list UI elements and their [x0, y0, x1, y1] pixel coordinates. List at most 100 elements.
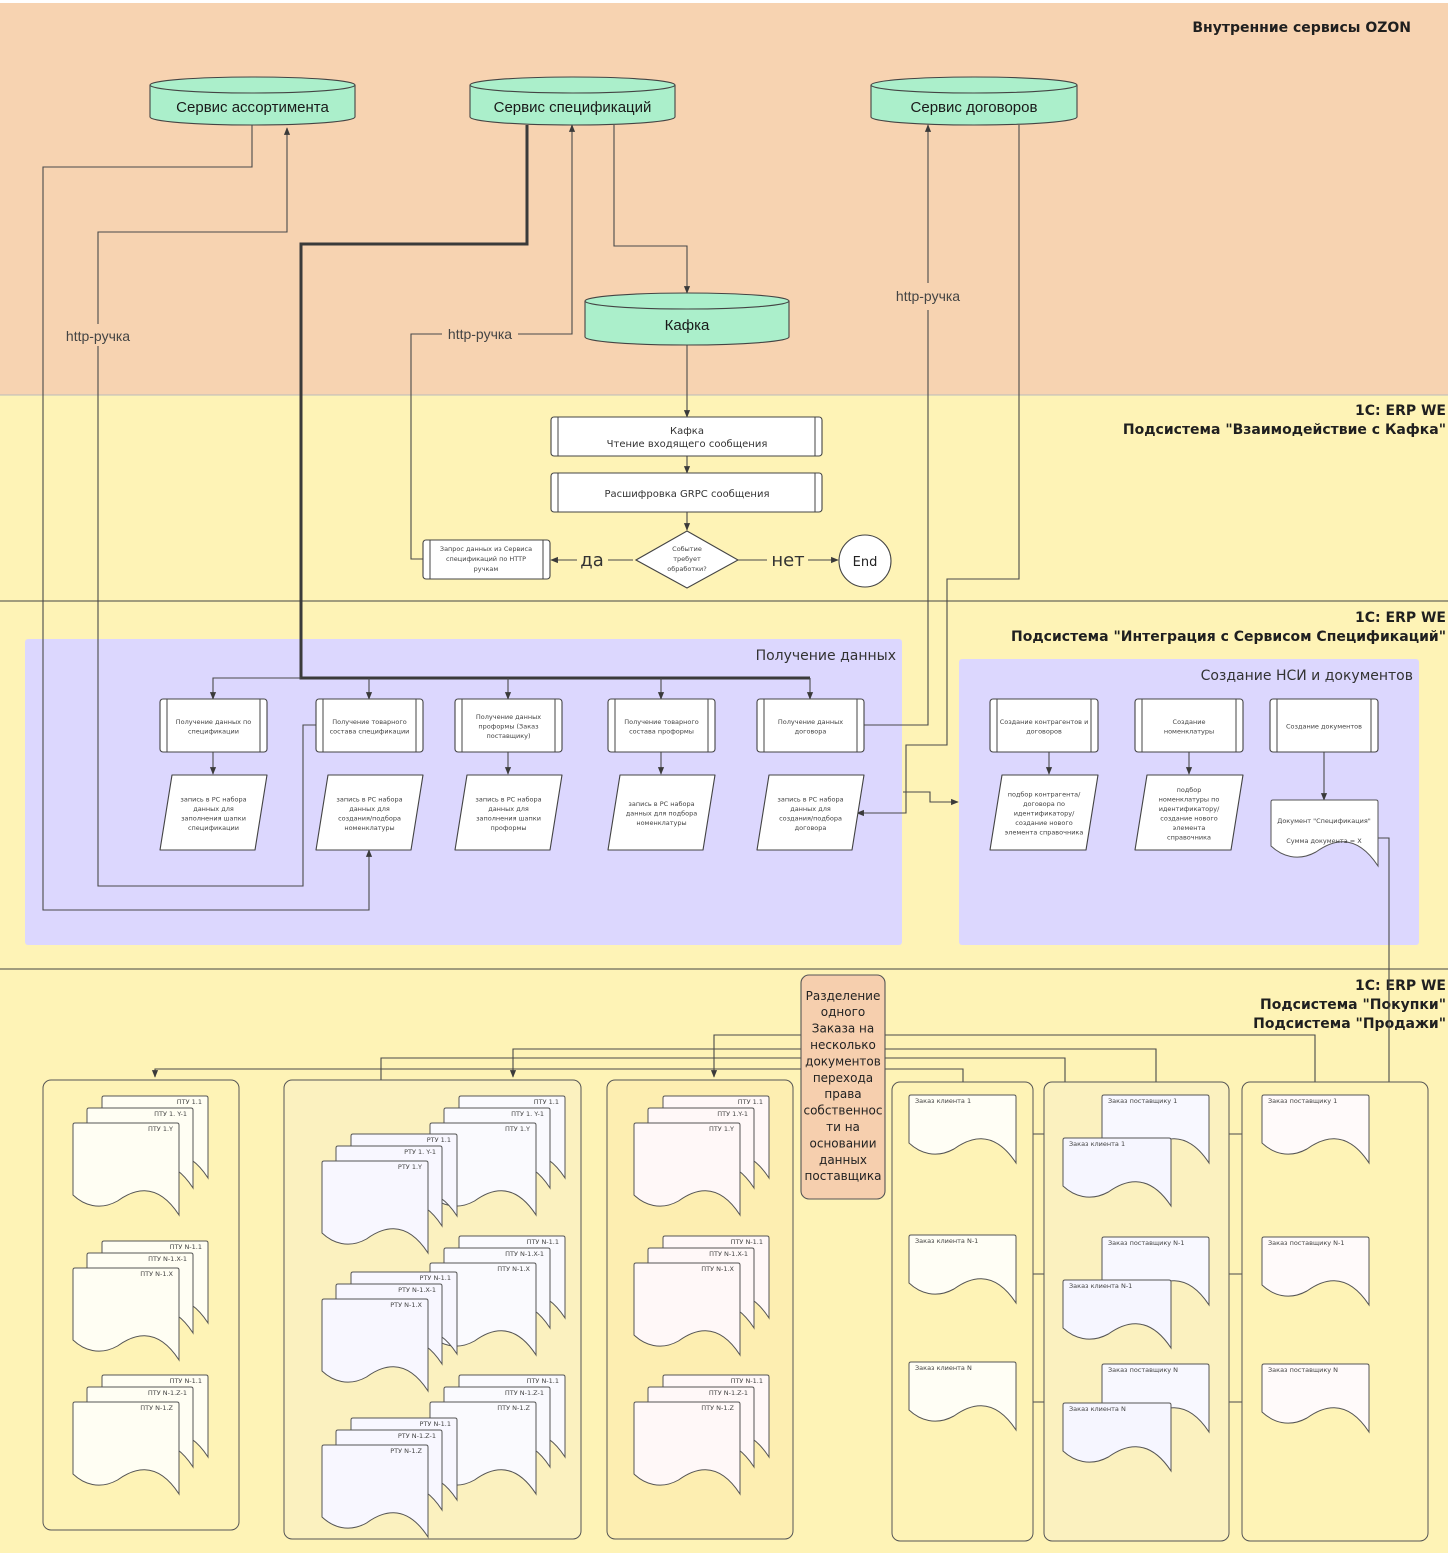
ptu-stack-col3-3-doc-label: ПТУ N-1.Z-1: [709, 1389, 748, 1397]
http-request-process: Запрос данных из Сервиса спецификаций по…: [422, 539, 551, 580]
create-step-data-1-text: создание нового: [1015, 819, 1072, 827]
request-line-2: спецификаций по HTTP: [446, 555, 526, 563]
kafka-broker-label: Кафка: [665, 317, 710, 334]
end-label: End: [853, 555, 878, 570]
mid-client-order-2-label: Заказ клиента N-1: [1069, 1282, 1132, 1290]
create-step-process-3: Создание документов: [1269, 698, 1379, 753]
supplier-order-1: Заказ поставщику 1: [1261, 1094, 1370, 1165]
split-box-text: основании: [810, 1136, 877, 1150]
mid-client-order-3: Заказ клиента N: [1062, 1402, 1172, 1473]
kafka-read-line-2: Чтение входящего сообщения: [607, 439, 768, 450]
get-step-data-4-text: данных для подбора: [626, 810, 697, 818]
mid-supplier-order-2-label: Заказ поставщику N-1: [1108, 1239, 1185, 1247]
get-step-data-5-text: создания/подбора: [779, 814, 842, 822]
create-step-process-1-text: договоров: [1026, 727, 1062, 735]
edge-label-no: нет: [771, 550, 804, 571]
create-step-data-1: подбор контрагента/договора поидентифика…: [989, 774, 1099, 851]
service-assortment-cylinder: Сервис ассортимента: [149, 76, 356, 126]
ptu-stack-col3-1-doc-label: ПТУ 1.Y: [709, 1125, 734, 1133]
zone-title-integration-2: Подсистема "Интеграция с Сервисом Специф…: [1011, 629, 1446, 645]
supplier-order-2-shape: [1261, 1236, 1370, 1307]
ptu-stack-col3-2-doc: [633, 1262, 741, 1357]
supplier-order-3-shape: [1261, 1363, 1370, 1434]
spec-document-shape: [1270, 799, 1379, 868]
rtu-stack-col2-3-doc-label: РТУ N-1.Z: [390, 1447, 422, 1455]
end-terminator: End: [838, 534, 892, 588]
get-step-data-1-text: данных для: [193, 805, 234, 813]
create-step-data-2-text: справочника: [1167, 833, 1211, 841]
rtu-stack-col2-2-doc-label: РТУ N-1.X-1: [398, 1286, 436, 1294]
edge-label-yes: да: [580, 550, 603, 571]
spec-document-text: Сумма документа = X: [1286, 837, 1362, 845]
split-box-text: перехода: [813, 1071, 873, 1085]
supplier-order-2-label: Заказ поставщику N-1: [1268, 1239, 1345, 1247]
get-step-process-2-text: состава спецификации: [330, 727, 410, 735]
connector: [710, 1034, 801, 1078]
supplier-order-3-label: Заказ поставщику N: [1268, 1366, 1338, 1374]
split-box-text: ти на: [826, 1120, 860, 1134]
connector: [151, 1068, 801, 1078]
event-decision: Событие требует обработки?: [634, 530, 740, 589]
column-client-orders: [891, 1081, 1034, 1542]
connector: [903, 791, 959, 806]
grpc-decode-process: Расшифровка GRPC сообщения: [550, 472, 823, 513]
request-line-1: Запрос данных из Сервиса: [440, 545, 532, 553]
kafka-broker-cylinder: Кафка: [584, 292, 790, 346]
rtu-stack-col2-2-doc: [321, 1298, 429, 1393]
ptu-stack-col2-2-doc-label: ПТУ N-1.X-1: [505, 1250, 544, 1258]
zone-title-kafka-1: 1С: ERP WE: [1355, 403, 1446, 419]
connector: [97, 127, 316, 887]
ptu-stack-col2-2-doc-label: ПТУ N-1.1: [527, 1238, 559, 1246]
connector: [42, 125, 373, 911]
get-step-data-1-text: заполнения шапки: [181, 814, 246, 822]
client-order-1-shape: [908, 1094, 1017, 1165]
connector: [209, 677, 301, 700]
split-box-text: данных: [819, 1153, 867, 1167]
ptu-stack-col1-3-doc-label: ПТУ N-1.Z: [140, 1404, 173, 1412]
ptu-stack-col1-2-doc-label: ПТУ N-1.X: [140, 1270, 173, 1278]
create-step-data-2-text: элемента: [1173, 824, 1206, 832]
group-title-get-data: Получение данных: [756, 648, 896, 664]
create-step-data-2-text: номенклатуры по: [1159, 795, 1220, 803]
mid-client-order-3-label: Заказ клиента N: [1069, 1405, 1126, 1413]
spec-document: Документ "Спецификация"Сумма документа =…: [1270, 799, 1379, 868]
create-step-data-2-text: создание нового: [1160, 814, 1217, 822]
edge-label-http-spec: http-ручка: [448, 326, 512, 342]
ptu-stack-col1-2-doc: [72, 1267, 180, 1362]
zone-title-purchase-3: Подсистема "Продажи": [1253, 1016, 1446, 1032]
zone-title-purchase-2: Подсистема "Покупки": [1260, 997, 1446, 1013]
ptu-stack-col1-2-doc-label: ПТУ N-1.1: [170, 1243, 202, 1251]
mid-supplier-order-1-label: Заказ поставщику 1: [1108, 1097, 1177, 1105]
decision-line-1: Событие: [672, 545, 702, 553]
connector: [856, 125, 1020, 817]
ptu-stack-col2-1-doc-label: ПТУ 1.Y: [505, 1125, 530, 1133]
create-step-process-2-text: Создание: [1173, 718, 1206, 726]
get-step-data-4-text: номенклатуры: [636, 819, 686, 827]
connector: [864, 310, 929, 726]
split-box-text: собственнос: [803, 1104, 882, 1118]
rtu-stack-col2-1-doc-label: РТУ 1. Y-1: [404, 1148, 436, 1156]
ptu-stack-col1-3-doc-label: ПТУ N-1.Z-1: [148, 1389, 187, 1397]
group-title-create-nsi: Создание НСИ и документов: [1201, 668, 1413, 684]
connectors: [42, 124, 1390, 1406]
get-step-data-1-text: запись в РС набора: [180, 795, 246, 803]
connector: [885, 1048, 1157, 1095]
client-order-3-label: Заказ клиента N: [915, 1364, 972, 1372]
client-order-2-label: Заказ клиента N-1: [915, 1237, 978, 1245]
mid-client-order-2: Заказ клиента N-1: [1062, 1279, 1172, 1350]
get-step-data-2-text: данных для: [349, 805, 390, 813]
rtu-stack-col2-2-doc-label: РТУ N-1.X: [390, 1301, 422, 1309]
get-step-data-5-text: договора: [795, 824, 827, 832]
